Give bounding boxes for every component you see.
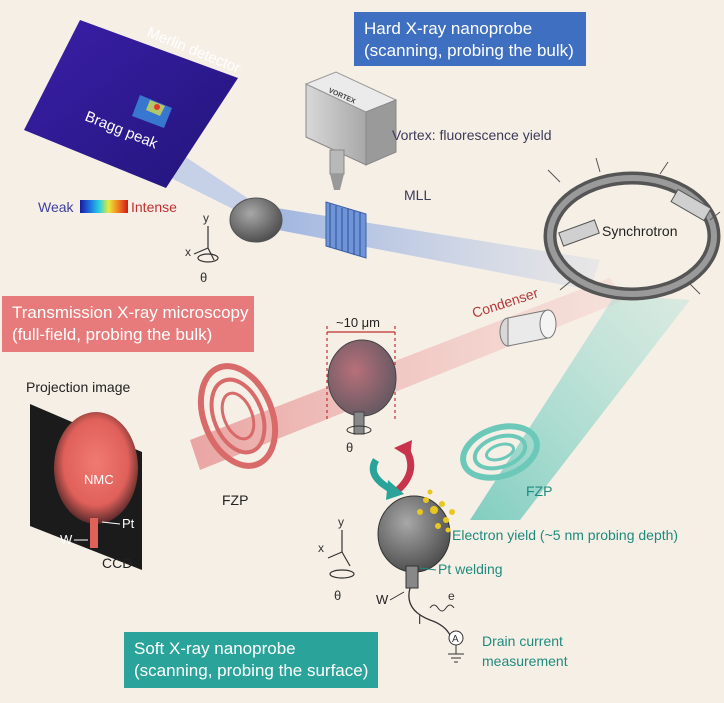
- top-axis-y: y: [203, 211, 209, 225]
- ground-icon: [448, 653, 464, 663]
- projection-image-label: Projection image: [26, 379, 130, 395]
- center-rotation-arrow: [346, 425, 372, 435]
- electron-emission: [417, 489, 455, 533]
- bottom-w-label: W: [376, 592, 389, 607]
- bottom-axis-theta: θ: [334, 588, 341, 603]
- center-particle-stem: [353, 411, 365, 435]
- pt-welding-label: Pt welding: [438, 561, 503, 577]
- center-particle: [327, 339, 397, 417]
- hard-xray-nanoprobe-box: Hard X-ray nanoprobe (scanning, probing …: [354, 12, 586, 66]
- scale-bracket: [326, 326, 396, 420]
- fzp-right: [460, 423, 540, 481]
- soft-xray-subtitle: (scanning, probing the surface): [134, 661, 369, 680]
- center-theta-label: θ: [346, 440, 353, 455]
- projection-pt-label: Pt: [122, 516, 135, 531]
- bottom-particle-stem: [405, 565, 419, 589]
- bottom-axis-y: y: [338, 515, 344, 529]
- mll-label: MLL: [404, 187, 431, 203]
- condenser: [499, 309, 557, 347]
- fzp-left-label: FZP: [222, 492, 248, 508]
- ccd-label: CCD: [102, 555, 132, 571]
- vortex-detector: [304, 71, 398, 190]
- projection-stem: [90, 518, 98, 548]
- scale-label: ~10 μm: [336, 315, 380, 330]
- top-axis-theta: θ: [200, 270, 207, 285]
- hard-xray-subtitle: (scanning, probing the bulk): [364, 41, 574, 60]
- transmission-subtitle: (full-field, probing the bulk): [12, 325, 213, 344]
- drain-current-label-1: Drain current: [482, 633, 563, 649]
- electron-path: [429, 604, 455, 612]
- soft-xray-nanoprobe-box: Soft X-ray nanoprobe (scanning, probing …: [124, 632, 378, 688]
- projection-w-label: W: [60, 532, 73, 547]
- current-label: I: [418, 613, 421, 627]
- bottom-sample-axes: [327, 530, 355, 579]
- intensity-colorbar: [80, 200, 128, 213]
- pt-welding-arrow: [419, 567, 437, 571]
- nmc-label: NMC: [84, 472, 114, 487]
- top-sample-particle: [229, 197, 283, 243]
- drain-current-label-2: measurement: [482, 653, 568, 669]
- soft-xray-title: Soft X-ray nanoprobe: [134, 639, 296, 658]
- hard-xray-title: Hard X-ray nanoprobe: [364, 19, 533, 38]
- fzp-right-label: FZP: [526, 483, 552, 499]
- colorbar-intense-label: Intense: [131, 199, 177, 215]
- merlin-detector: [24, 20, 238, 188]
- transmission-title: Transmission X-ray microscopy: [12, 303, 249, 322]
- bottom-w-arrow: [389, 591, 405, 601]
- mll-optics: [325, 201, 367, 259]
- synchrotron-ring: [543, 157, 721, 301]
- exchange-arrow-red-head: [394, 440, 412, 458]
- top-sample-axes: [193, 226, 219, 263]
- ammeter-label: A: [452, 634, 459, 645]
- tungsten-wire: [408, 587, 453, 641]
- colorbar-weak-label: Weak: [38, 199, 75, 215]
- projection-particle: [54, 412, 138, 524]
- exchange-arrow-teal-head: [386, 480, 404, 500]
- projection-pt-arrow: [101, 521, 121, 525]
- vortex-label: Vortex: fluorescence yield: [392, 127, 552, 143]
- synchrotron-label: Synchrotron: [602, 223, 677, 239]
- bottom-axis-x: x: [318, 541, 324, 555]
- electron-label: e: [448, 589, 455, 603]
- fzp-left: [197, 363, 279, 469]
- top-axis-x: x: [185, 245, 191, 259]
- electron-yield-label: Electron yield (~5 nm probing depth): [452, 527, 678, 543]
- transmission-xray-box: Transmission X-ray microscopy (full-fiel…: [2, 296, 254, 352]
